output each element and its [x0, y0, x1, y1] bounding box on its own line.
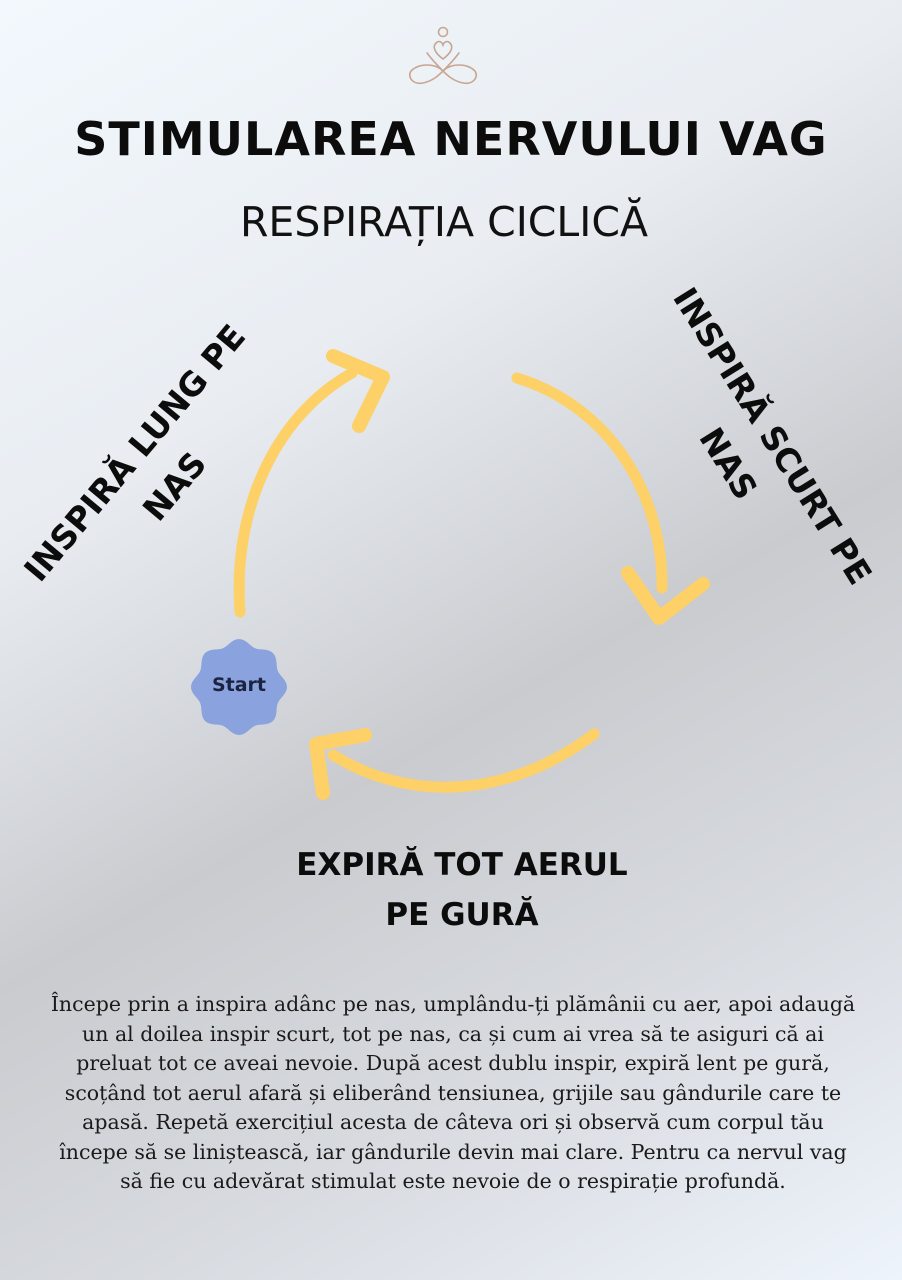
meditation-heart-infinity-icon [408, 26, 478, 85]
page-subtitle: RESPIRAȚIA CICLICĂ [239, 198, 649, 246]
arrow-inhale-short-head [621, 566, 710, 625]
start-label: Start [211, 674, 267, 696]
step-exhale-label: EXPIRĂ TOT AERUL PE GURĂ [296, 847, 628, 933]
arrow-inhale-short [511, 372, 668, 594]
start-badge-shape [191, 639, 287, 735]
start-badge: Start [190, 638, 288, 736]
arrow-inhale-long-head [326, 349, 390, 433]
arrow-exhale [327, 728, 600, 793]
page-title: STIMULAREA NERVULUI VAG [74, 112, 828, 166]
arrow-exhale-head [309, 728, 372, 800]
arrow-inhale-long [233, 367, 358, 618]
description-paragraph: Începe prin a inspira adânc pe nas, umpl… [50, 992, 856, 1193]
